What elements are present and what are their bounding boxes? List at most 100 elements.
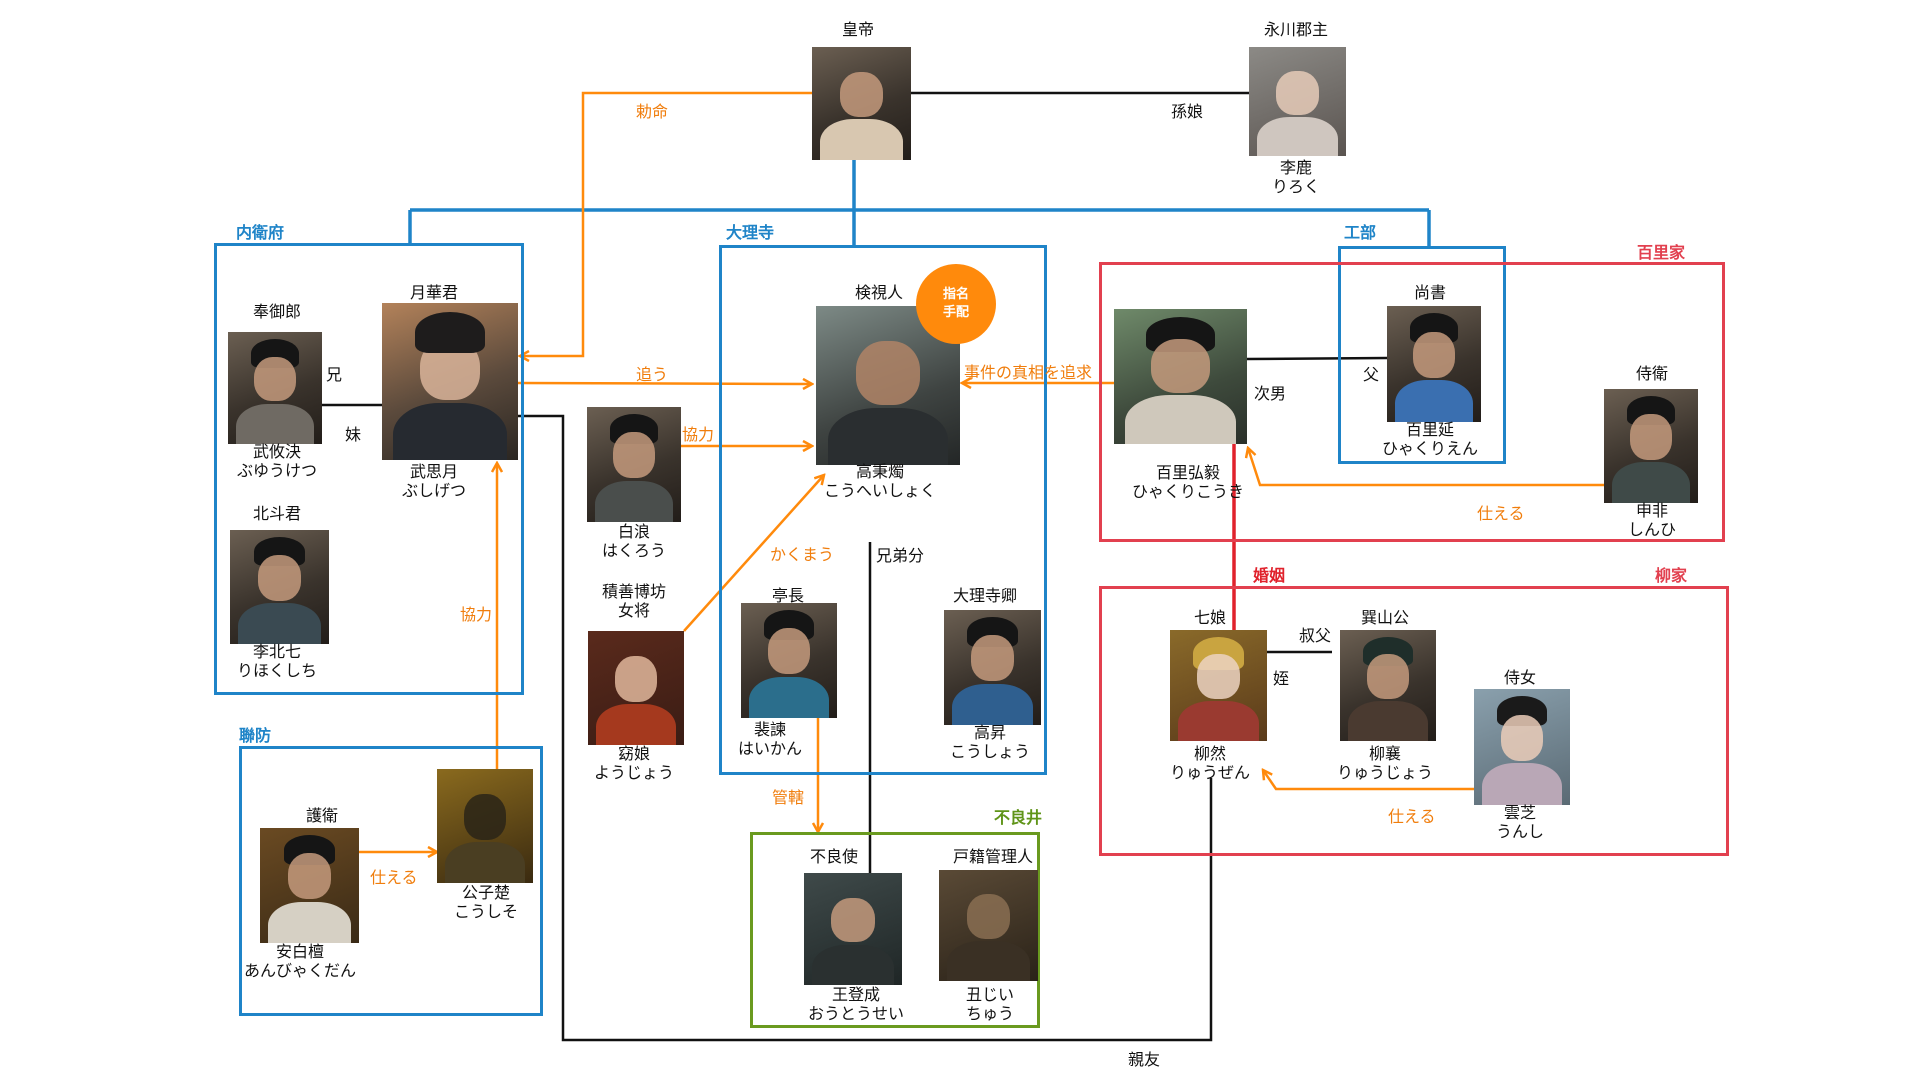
name-riroku: 李鹿りろく [1272,158,1320,196]
photo-youjou [588,631,684,745]
tsukaeru-unshi-arrow [1263,770,1474,791]
name-hakurou: 白浪はくろう [602,522,666,560]
name-hyakurien: 百里延ひゃくりえん [1382,420,1478,458]
name-kanji: 李北七 [252,642,302,661]
name-kanji: 百里弘毅 [1155,463,1221,482]
name-kana: おうとうせい [807,1004,905,1023]
role-buyuuketsu: 奉御郎 [252,302,302,321]
name-kanji: 公子楚 [461,883,511,902]
name-kana: ひゃくりえん [1381,439,1479,458]
role-rihokushichi: 北斗君 [252,504,302,523]
group-box-ryuuke [1099,586,1729,856]
group-box-naieifu [214,243,524,695]
rel-konin: 婚姻 [1253,566,1286,585]
name-chuu: 丑じいちゅう [966,985,1014,1023]
role-ryuujou: 巽山公 [1360,608,1410,627]
photo-riroku [1249,47,1346,156]
photo-rihokushichi [230,530,329,644]
name-kana: はいかん [737,739,803,758]
name-rihokushichi: 李北七りほくしち [237,642,317,680]
role-line1: 積善博坊 [601,582,667,601]
group-box-hyakurike [1099,262,1725,542]
role-haikan: 亭長 [771,586,805,605]
name-shinpi: 申非しんひ [1628,501,1676,539]
wanted-badge: 指名手配 [916,264,996,344]
ou-arrow [517,383,812,384]
rel-jiken: 事件の真相を追求 [964,363,1093,382]
name-kana: ちゅう [965,1004,1015,1023]
photo-outousei [804,873,902,985]
photo-ryuujou [1340,630,1436,741]
rel-kyouryoku2: 協力 [460,605,493,624]
name-kana: ぶしげつ [401,481,467,500]
rel-kakumau: かくまう [770,545,835,564]
rel-shinyuu: 親友 [1128,1050,1161,1069]
name-kanji: 柳襄 [1368,744,1402,763]
name-kanji: 高昇 [973,723,1007,742]
role-unshi: 侍女 [1503,668,1537,687]
role-hyakurien: 尚書 [1413,283,1447,302]
name-kana: りほくしち [236,661,318,680]
role-shinpi: 侍衛 [1635,364,1669,383]
rel-tsukaeru1: 仕える [1477,504,1525,523]
photo-shinpi [1604,389,1698,503]
group-label-renbou: 聯防 [239,726,272,745]
role-chuu: 戸籍管理人 [952,847,1034,866]
rel-tsukaeru2: 仕える [1388,807,1436,826]
name-hyakurikouki: 百里弘毅ひゃくりこうき [1132,463,1244,501]
org-tree-lines [408,160,1431,246]
name-kana: こうしょう [949,742,1031,761]
photo-haikan [741,603,837,718]
group-box-furyousei [750,832,1040,1028]
rel-mei: 姪 [1273,669,1290,688]
name-kana: こうへいしょく [823,481,937,500]
rel-chokumei: 勅命 [636,102,669,121]
name-youjou: 窈娘ようじょう [594,744,674,782]
rel-jinan: 次男 [1254,384,1287,403]
name-kana: しんひ [1627,520,1677,539]
name-kana: りゅうじょう [1336,763,1434,782]
role-youjou: 積善博坊女将 [602,582,666,620]
name-kanji: 丑じい [965,985,1015,1004]
role-emperor: 皇帝 [841,20,875,39]
rel-oji: 叔父 [1299,626,1332,645]
rel-kankatsu: 管轄 [772,788,805,807]
name-kanji: 安白檀 [275,942,325,961]
name-kanji: 柳然 [1193,744,1227,763]
photo-koushou [944,610,1041,725]
name-bushigetsu: 武思月ぶしげつ [402,462,466,500]
name-ryuuzen: 柳然りゅうぜん [1170,744,1250,782]
name-kanji: 武攸決 [252,442,302,461]
kin-lines [322,91,1388,1042]
name-kanji: 李鹿 [1279,158,1313,177]
group-label-koubu: 工部 [1344,223,1377,242]
photo-bushigetsu [382,303,518,460]
name-haikan: 裴諫はいかん [738,720,802,758]
name-outousei: 王登成おうとうせい [808,985,904,1023]
name-kanji: 高秉燭 [855,462,905,481]
photo-emperor [812,47,911,160]
rel-ou: 追う [636,365,669,384]
photo-hyakurien [1387,306,1481,422]
name-koushou: 高昇こうしょう [950,723,1030,761]
photo-anbyakudan [260,828,359,943]
name-kanji: 雲芝 [1503,803,1537,822]
badge-line1: 指名 [942,287,969,302]
father-son-line [1246,356,1388,361]
rel-kyoudaibun: 兄弟分 [876,546,925,565]
name-kanji: 王登成 [831,985,881,1004]
name-kanji: 白浪 [617,522,651,541]
group-box-dairiji [719,245,1047,775]
name-kanji: 百里延 [1405,420,1455,439]
name-kana: はくろう [601,541,667,560]
kakumau-arrow [683,475,824,632]
group-box-koubu [1338,246,1506,464]
name-anbyakudan: 安白檀あんびゃくだん [244,942,356,980]
friend-line [518,414,1213,1042]
name-kouheishoku: 高秉燭こうへいしょく [824,462,936,500]
rel-tsukaeru3: 仕える [370,868,418,887]
role-outousei: 不良使 [809,847,859,866]
photo-hyakurikouki [1114,309,1247,444]
name-kana: ようじょう [593,763,675,782]
group-label-naieifu: 内衛府 [236,223,285,242]
